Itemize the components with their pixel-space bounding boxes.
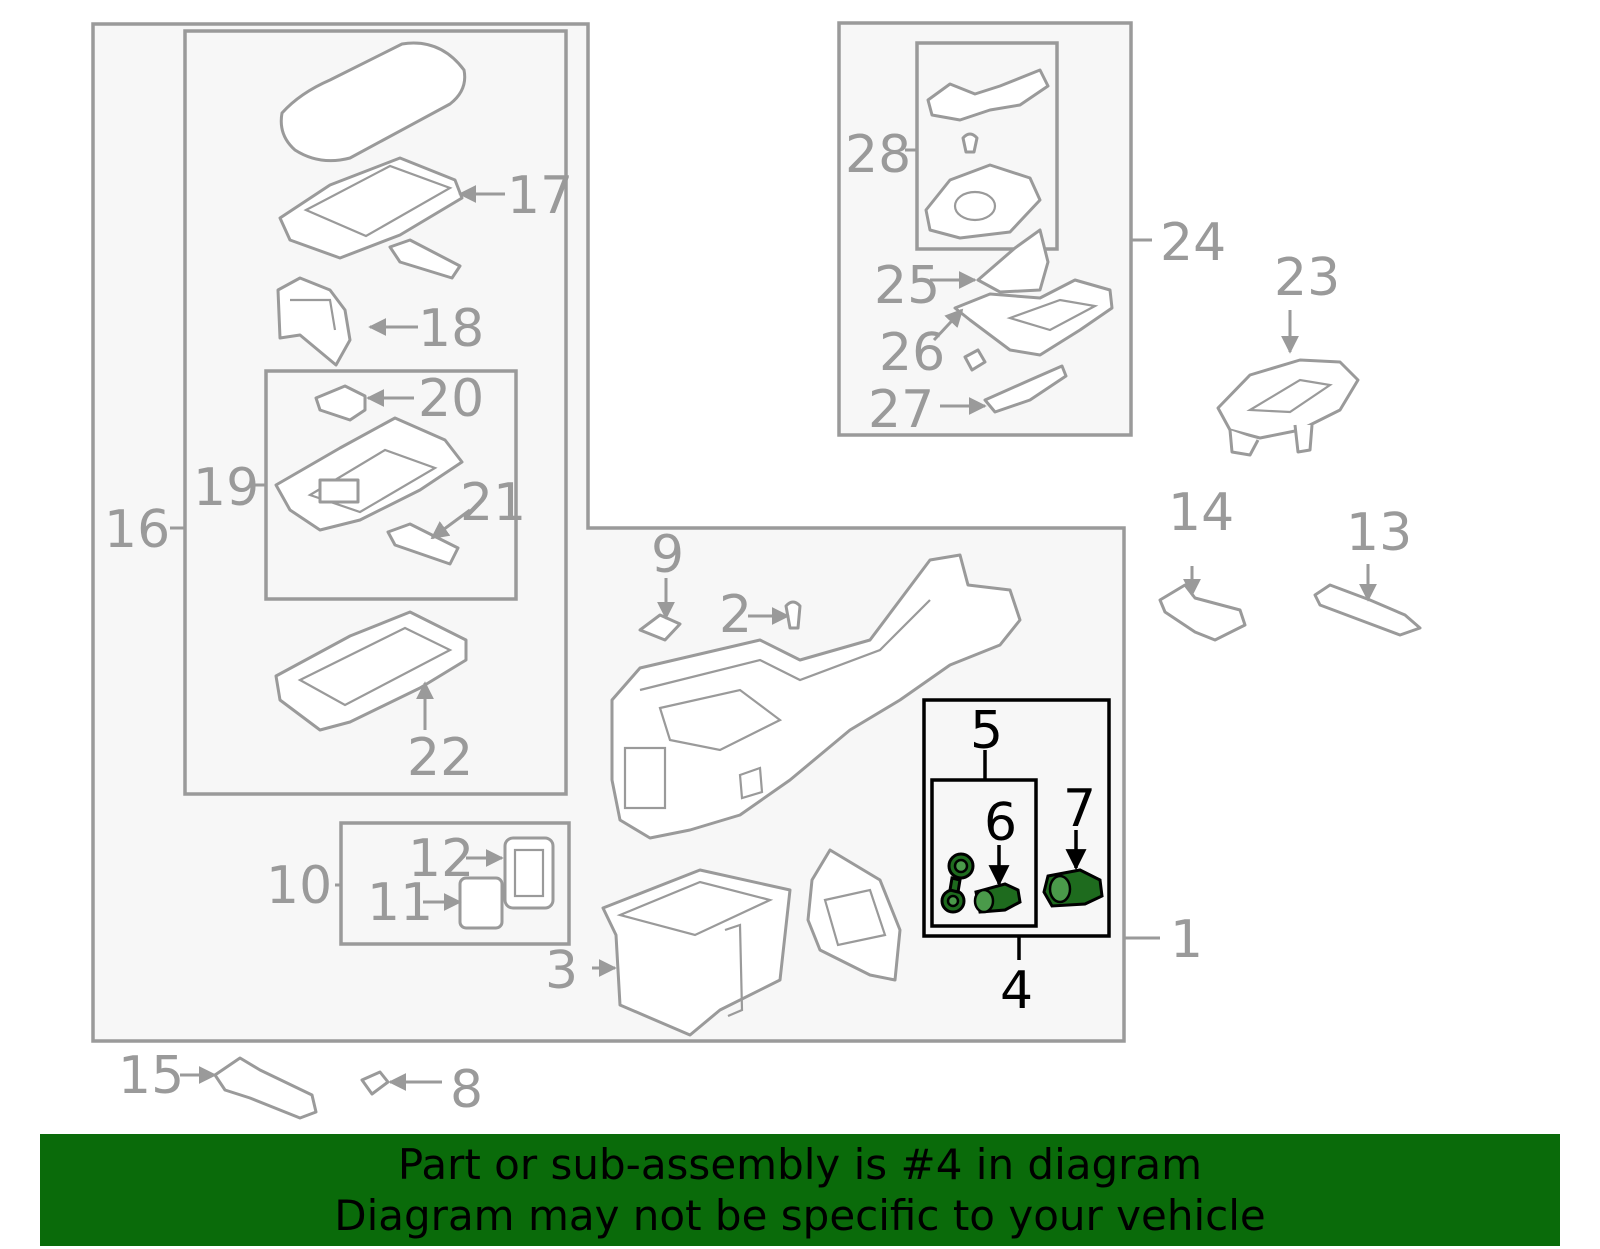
bracket-13-part [1313,583,1422,637]
callout-28: 28 [845,125,911,185]
banner-line-2: Diagram may not be specific to your vehi… [334,1191,1266,1240]
bracket-14-part [1158,583,1247,642]
shift-indicator-part [1216,358,1360,457]
callout-26: 26 [879,323,945,383]
base-tray-part [274,610,468,732]
socket-cap-part [940,852,975,914]
notice-banner: Part or sub-assembly is #4 in diagram Di… [40,1134,1560,1246]
clip-8-part [360,1070,390,1096]
callout-5: 5 [970,701,1003,761]
armrest-lid-part [278,41,467,280]
callout-1: 1 [1170,910,1203,970]
bin-part [806,848,902,982]
callout-16: 16 [104,500,170,560]
storage-box-part [601,868,792,1037]
callout-25: 25 [874,256,940,316]
callout-4: 4 [1000,961,1033,1021]
cup-parts [458,836,555,930]
callout-27: 27 [868,380,934,440]
callout-15: 15 [118,1046,184,1106]
bracket-15-part [213,1056,318,1120]
lighter-plug-part [1042,868,1104,908]
callout-11: 11 [367,873,433,933]
callout-14: 14 [1168,483,1234,543]
banner-line-1: Part or sub-assembly is #4 in diagram [397,1140,1203,1189]
callout-2: 2 [719,585,752,645]
callout-3: 3 [545,941,578,1001]
callout-18: 18 [418,299,484,359]
callout-12: 12 [408,829,474,889]
callout-9: 9 [651,525,684,585]
callout-22: 22 [407,728,473,788]
cup-holder-insert-part [924,68,1050,240]
callout-7: 7 [1063,779,1096,839]
callout-17: 17 [507,166,573,226]
cover-cap-part [638,613,682,642]
callout-24: 24 [1160,213,1226,273]
screw-part [784,600,802,630]
callout-23: 23 [1274,248,1340,308]
callout-21: 21 [460,473,526,533]
bin-opening [823,888,887,947]
latch-part [386,522,460,566]
callout-13: 13 [1346,503,1412,563]
callout-10: 10 [266,856,332,916]
callout-20: 20 [418,369,484,429]
shift-panel-parts [953,228,1114,414]
lid-frame-part [274,416,464,532]
callout-8: 8 [450,1060,483,1120]
highlight-box-4 [922,698,1111,938]
clip-part [314,384,367,422]
bracket-part [276,276,352,367]
leader-lines [170,148,1377,1091]
console-body-part [610,553,1022,840]
callout-6: 6 [984,793,1017,853]
callout-19: 19 [193,458,259,518]
